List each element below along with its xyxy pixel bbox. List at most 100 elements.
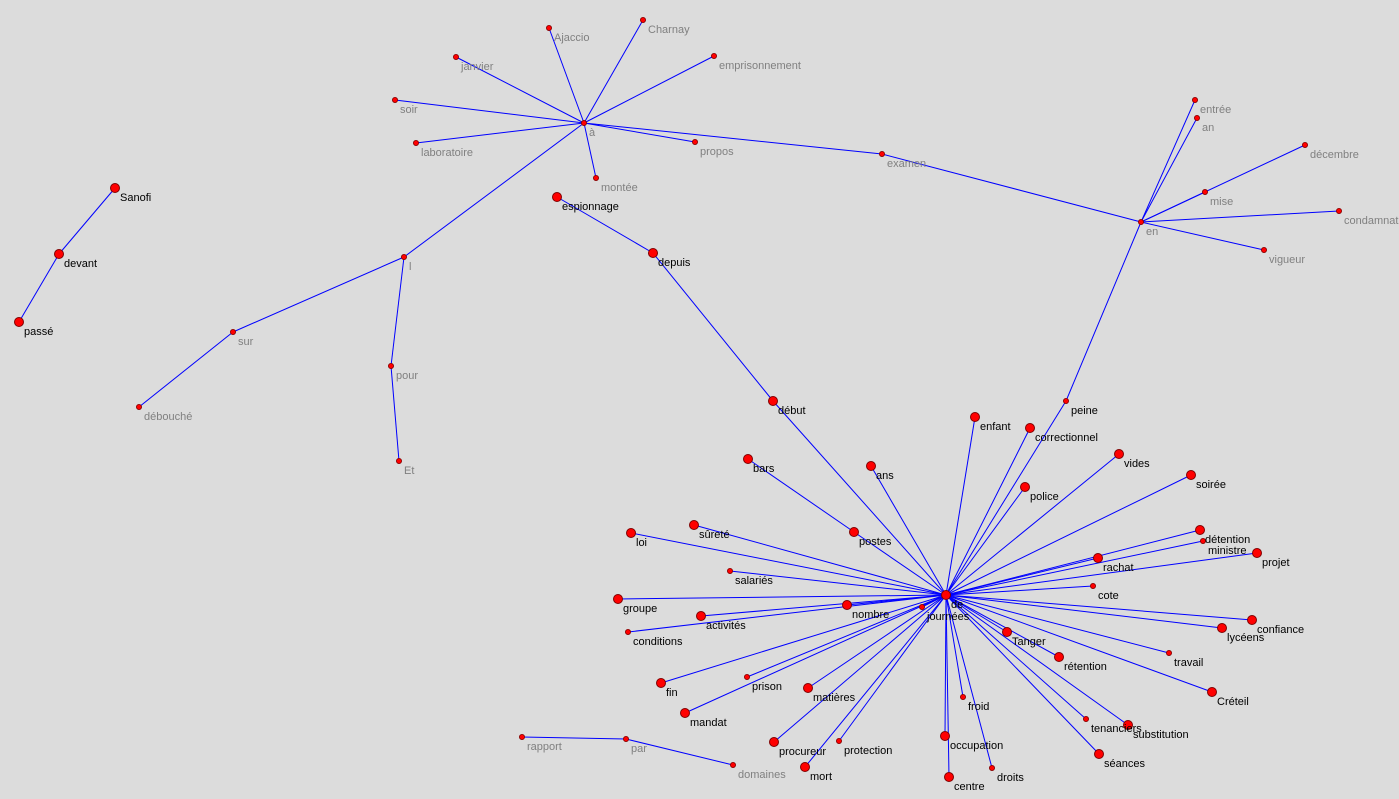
node-conditions[interactable]: [625, 629, 632, 636]
node-protection[interactable]: [836, 738, 843, 745]
node-decembre[interactable]: [1302, 141, 1309, 148]
node-sanofi[interactable]: [110, 183, 120, 193]
node-condamnati[interactable]: [1336, 207, 1343, 214]
node-fin[interactable]: [656, 678, 666, 688]
node-label-depuis: depuis: [658, 257, 691, 269]
node-l[interactable]: [400, 253, 407, 260]
node-peine[interactable]: [1063, 397, 1070, 404]
node-nombre[interactable]: [842, 600, 852, 610]
node-label-journees: journées: [926, 611, 970, 623]
node-label-substitution: substitution: [1133, 729, 1189, 741]
node-bars[interactable]: [743, 454, 753, 464]
node-tenanciers[interactable]: [1083, 716, 1090, 723]
edge-en-mise: [1140, 191, 1206, 223]
node-rapport[interactable]: [519, 734, 526, 741]
node-laboratoire[interactable]: [412, 139, 419, 146]
edge-sanofi-devant: [58, 187, 116, 255]
node-froid[interactable]: [960, 694, 967, 701]
node-charnay[interactable]: [640, 16, 647, 23]
node-projet[interactable]: [1252, 548, 1262, 558]
node-examen[interactable]: [879, 150, 886, 157]
node-droits[interactable]: [989, 765, 996, 772]
node-entree[interactable]: [1192, 97, 1199, 104]
node-a[interactable]: [581, 120, 588, 127]
node-propos[interactable]: [692, 138, 699, 145]
node-lyceens[interactable]: [1217, 623, 1227, 633]
node-ministre[interactable]: [1200, 538, 1207, 545]
node-groupe[interactable]: [613, 594, 623, 604]
node-label-correctionnel: correctionnel: [1035, 432, 1098, 444]
node-debouche[interactable]: [135, 403, 142, 410]
node-et[interactable]: [395, 457, 402, 464]
node-mandat[interactable]: [680, 708, 690, 718]
node-label-activites: activités: [706, 620, 746, 632]
node-journees[interactable]: [919, 604, 926, 611]
node-label-an: an: [1202, 122, 1214, 134]
node-activites[interactable]: [696, 611, 706, 621]
node-soir[interactable]: [391, 97, 398, 104]
node-domaines[interactable]: [730, 762, 737, 769]
node-janvier[interactable]: [452, 54, 459, 61]
edge-en-peine: [1065, 221, 1142, 402]
node-cote[interactable]: [1090, 583, 1097, 590]
node-debut[interactable]: [768, 396, 778, 406]
node-par[interactable]: [623, 736, 630, 743]
node-salaries[interactable]: [727, 568, 734, 575]
node-pour[interactable]: [387, 362, 394, 369]
node-espionnage[interactable]: [552, 192, 562, 202]
node-mort[interactable]: [800, 762, 810, 772]
node-vigueur[interactable]: [1261, 246, 1268, 253]
edge-de-occupation: [944, 594, 947, 737]
node-retention[interactable]: [1054, 652, 1064, 662]
node-centre[interactable]: [944, 772, 954, 782]
node-montee[interactable]: [593, 174, 600, 181]
node-surete[interactable]: [689, 520, 699, 530]
node-passe[interactable]: [14, 317, 24, 327]
node-enfant[interactable]: [970, 412, 980, 422]
edge-de-confiance: [945, 594, 1253, 621]
node-police[interactable]: [1020, 482, 1030, 492]
node-depuis[interactable]: [648, 248, 658, 258]
node-postes[interactable]: [849, 527, 859, 537]
node-an[interactable]: [1194, 115, 1201, 122]
node-correctionnel[interactable]: [1025, 423, 1035, 433]
node-soiree[interactable]: [1186, 470, 1196, 480]
node-label-enfant: enfant: [980, 421, 1011, 433]
node-tanger[interactable]: [1002, 627, 1012, 637]
node-label-debut: début: [778, 405, 806, 417]
node-substitution[interactable]: [1123, 720, 1133, 730]
node-label-fin: fin: [666, 687, 678, 699]
node-occupation[interactable]: [940, 731, 950, 741]
node-mise[interactable]: [1202, 188, 1209, 195]
edge-debut-de: [772, 400, 947, 596]
edge-de-mort: [804, 594, 947, 768]
node-de[interactable]: [941, 590, 951, 600]
node-detention[interactable]: [1195, 525, 1205, 535]
edge-de-enfant: [945, 416, 976, 596]
node-label-vides: vides: [1124, 458, 1150, 470]
node-en[interactable]: [1138, 218, 1145, 225]
node-creteil[interactable]: [1207, 687, 1217, 697]
node-procureur[interactable]: [769, 737, 779, 747]
node-label-detention: détention: [1205, 534, 1250, 546]
node-devant[interactable]: [54, 249, 64, 259]
edge-de-protection: [838, 594, 947, 742]
node-matieres[interactable]: [803, 683, 813, 693]
node-label-vigueur: vigueur: [1269, 254, 1305, 266]
node-ajaccio[interactable]: [546, 24, 553, 31]
node-prison[interactable]: [744, 674, 751, 681]
node-loi[interactable]: [626, 528, 636, 538]
node-seances[interactable]: [1094, 749, 1104, 759]
node-sur[interactable]: [229, 328, 236, 335]
node-rachat[interactable]: [1093, 553, 1103, 563]
node-vides[interactable]: [1114, 449, 1124, 459]
node-ans[interactable]: [866, 461, 876, 471]
node-label-condamnati: condamnati: [1344, 215, 1399, 227]
node-emprisonnement[interactable]: [711, 53, 718, 60]
edge-a-janvier: [455, 56, 585, 124]
node-travail[interactable]: [1166, 650, 1173, 657]
node-confiance[interactable]: [1247, 615, 1257, 625]
node-label-conditions: conditions: [633, 636, 683, 648]
